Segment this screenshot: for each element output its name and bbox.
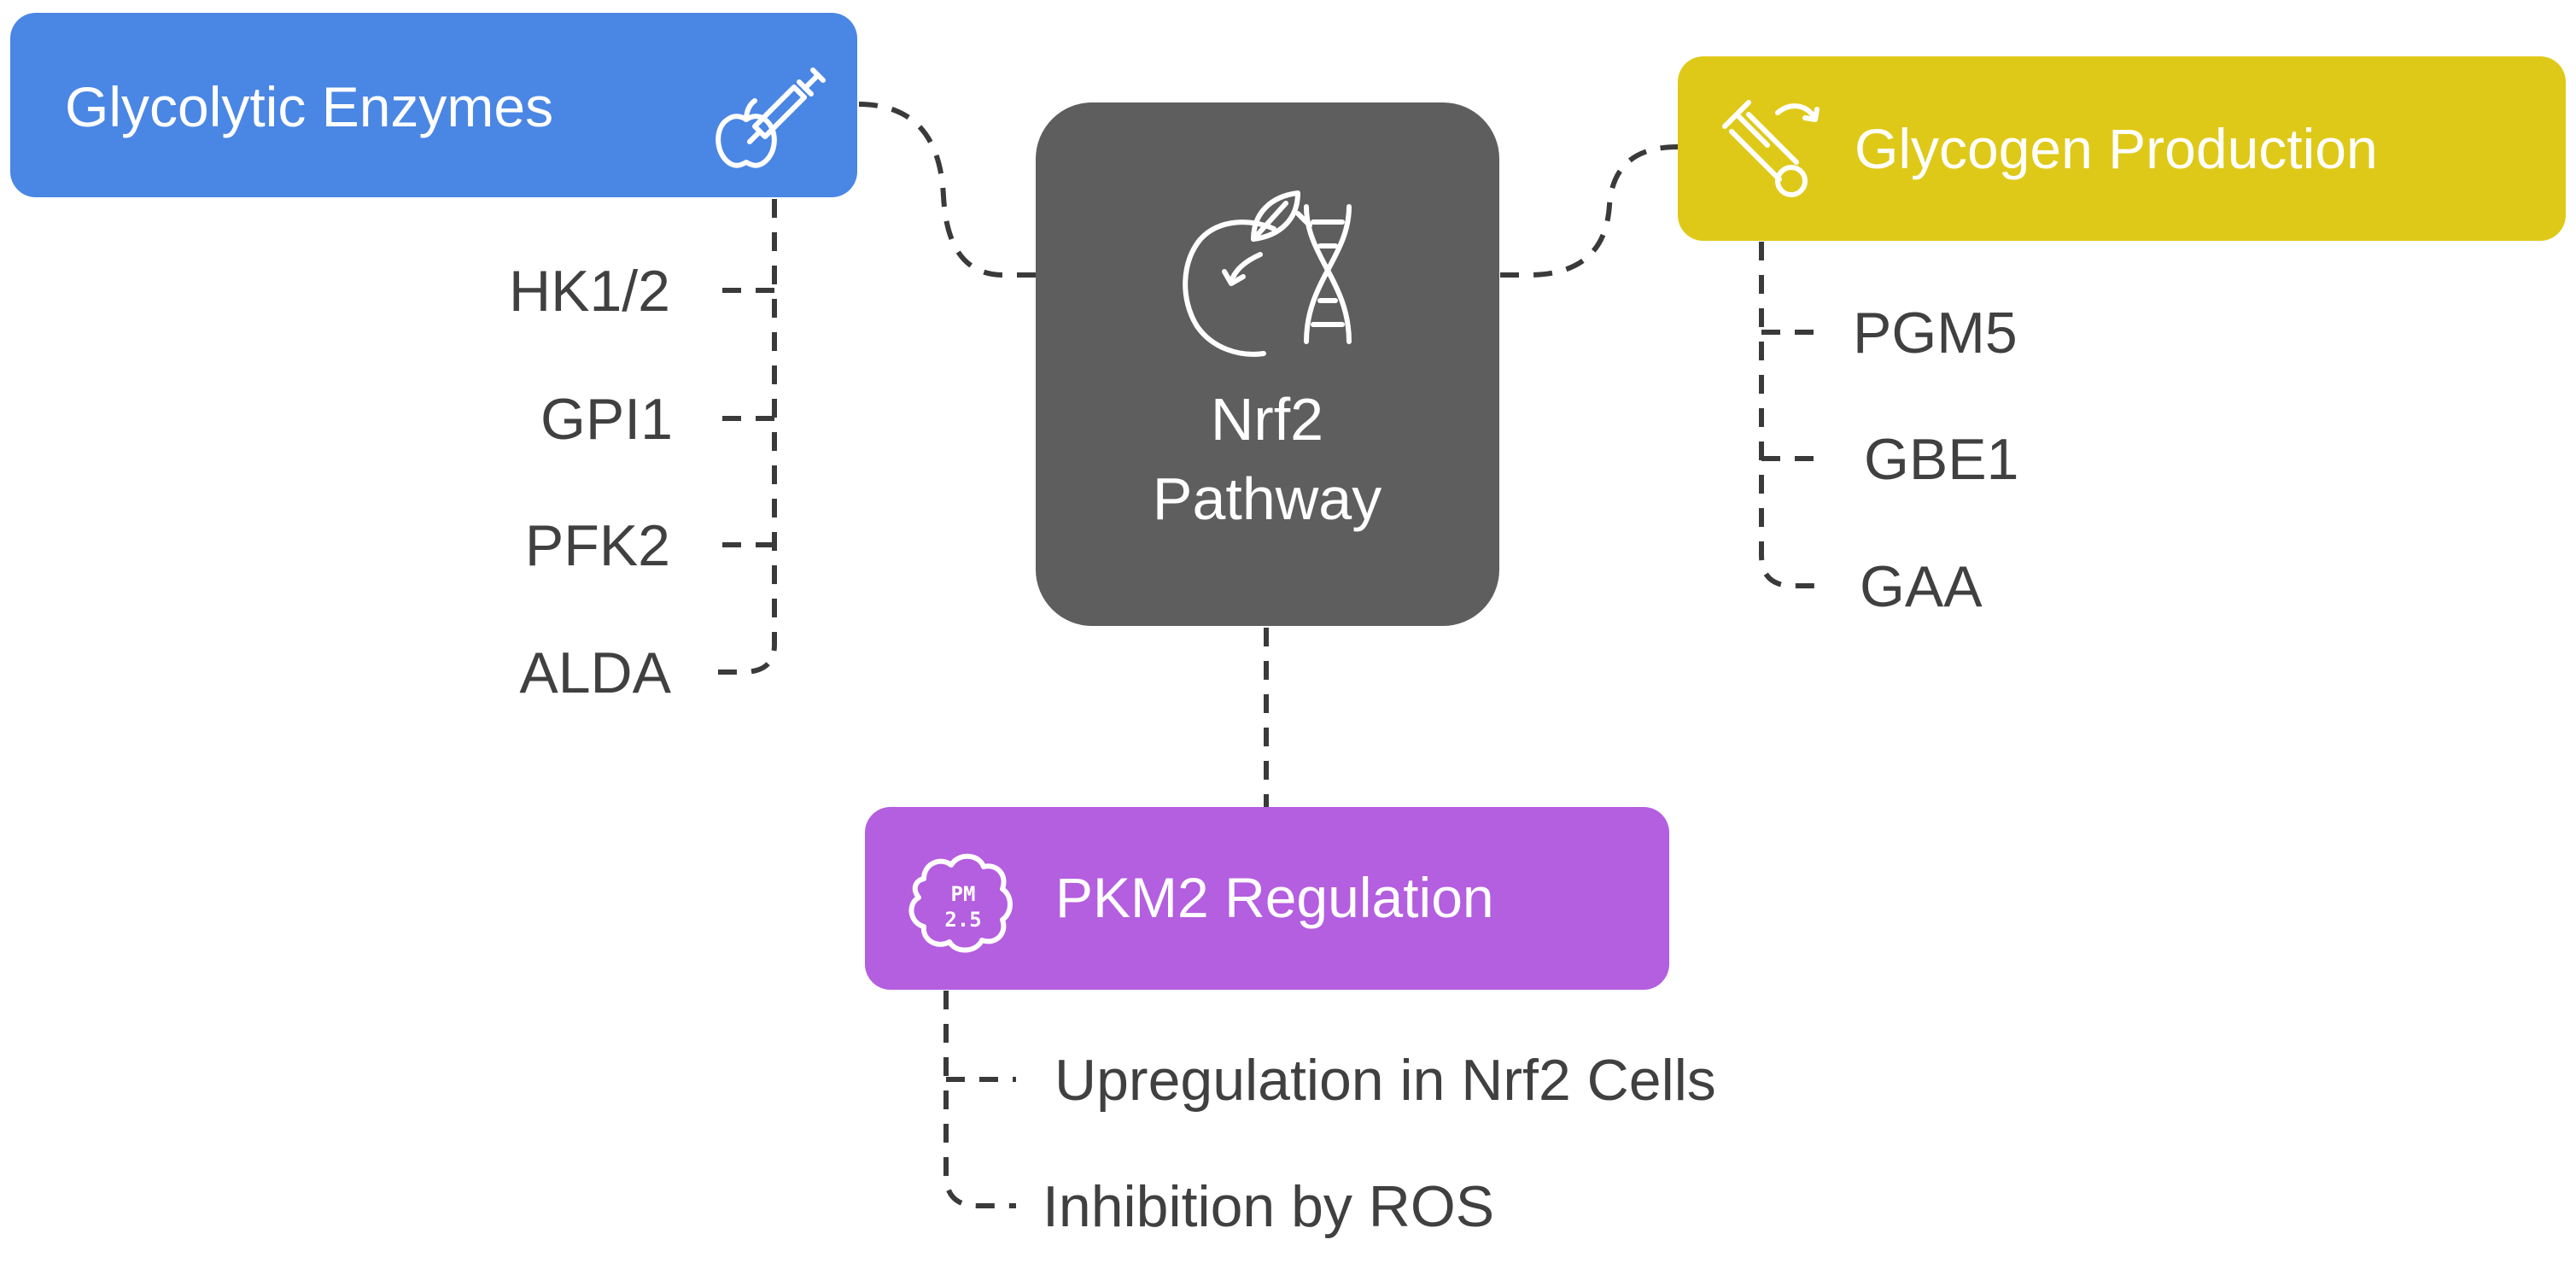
pkm2-node[interactable]: PM 2.5 PKM2 Regulation: [865, 807, 1669, 990]
pm25-cloud-icon: PM 2.5: [908, 853, 1013, 953]
pkm2-item-upregulation: Upregulation in Nrf2 Cells: [1054, 1048, 1716, 1113]
glycogen-node-box: [1678, 56, 2566, 241]
glycogen-item-pgm5: PGM5: [1853, 301, 2018, 365]
glycolytic-node-box: [10, 13, 857, 197]
glycolytic-node[interactable]: Glycolytic Enzymes: [10, 13, 857, 197]
glycogen-items: PGM5 GBE1 GAA: [1853, 301, 2018, 619]
glycogen-node-title: Glycogen Production: [1855, 117, 2378, 180]
svg-text:PM: PM: [951, 882, 976, 906]
glycolytic-item-gpi: GPI1: [540, 387, 673, 452]
center-title-line1: Nrf2: [1211, 386, 1323, 453]
pkm2-node-box: [865, 807, 1669, 990]
glycolytic-item-hk: HK1/2: [509, 259, 670, 324]
svg-text:2.5: 2.5: [944, 908, 981, 932]
test-tube-icon: [1722, 100, 1820, 197]
glycolytic-item-alda: ALDA: [519, 640, 671, 705]
center-node-box: [1036, 102, 1499, 626]
connector-glycolytic-trunk: [705, 199, 777, 675]
glycolytic-node-title: Glycolytic Enzymes: [65, 75, 553, 138]
pkm2-items: Upregulation in Nrf2 Cells Inhibition by…: [1043, 1048, 1716, 1239]
pkm2-item-inhibition: Inhibition by ROS: [1043, 1174, 1494, 1239]
apple-dna-icon: [1183, 190, 1352, 357]
glycolytic-items: HK1/2 GPI1 PFK2 ALDA: [509, 259, 673, 705]
glycolytic-item-pfk: PFK2: [525, 513, 670, 578]
connector-pkm2-trunk: [943, 991, 1016, 1208]
connector-center-glycolytic: [857, 102, 1036, 278]
glycogen-item-gaa: GAA: [1860, 554, 1983, 619]
connectors: [705, 102, 1827, 1208]
connector-center-glycogen: [1500, 144, 1679, 278]
glycogen-node[interactable]: Glycogen Production: [1678, 56, 2566, 241]
center-node[interactable]: Nrf2 Pathway: [1036, 102, 1499, 626]
center-title-line2: Pathway: [1153, 465, 1381, 532]
pkm2-node-title: PKM2 Regulation: [1055, 866, 1494, 929]
connector-glycogen-trunk: [1759, 242, 1827, 588]
apple-syringe-icon: [716, 67, 826, 168]
glycogen-item-gbe1: GBE1: [1864, 427, 2018, 492]
